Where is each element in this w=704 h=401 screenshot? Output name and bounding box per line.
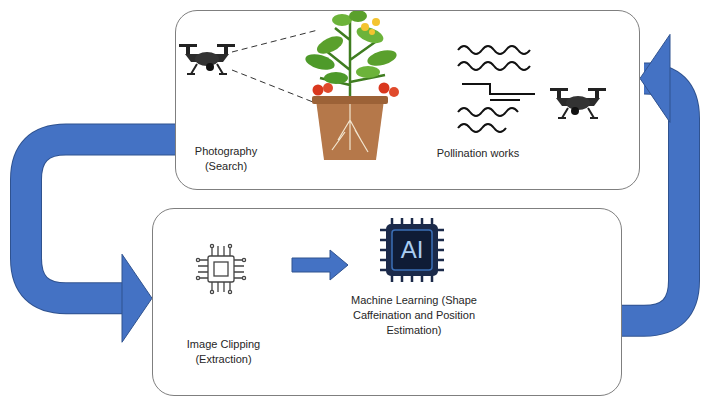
- pollination-waves: [458, 46, 535, 132]
- ai-chip-icon: [380, 218, 444, 282]
- process-panel: Photography (Search) Pollination works: [175, 10, 640, 190]
- step-label: Photography (Search): [181, 144, 271, 174]
- chip-icon: [196, 244, 245, 293]
- chip-label: AI: [392, 236, 432, 264]
- drone-icon: [179, 44, 235, 74]
- flow-arrow: [292, 250, 348, 280]
- flow-arrow: [622, 34, 684, 320]
- step-label: Image Clipping (Extraction): [161, 337, 286, 367]
- process-panel: Image Clipping (Extraction) Machine Learn…: [152, 208, 622, 396]
- tomato-plant: [304, 10, 399, 160]
- step-label: Pollination works: [408, 146, 548, 161]
- step-label: Machine Learning (Shape Caffeination and…: [339, 293, 489, 338]
- drone-icon: [550, 88, 606, 118]
